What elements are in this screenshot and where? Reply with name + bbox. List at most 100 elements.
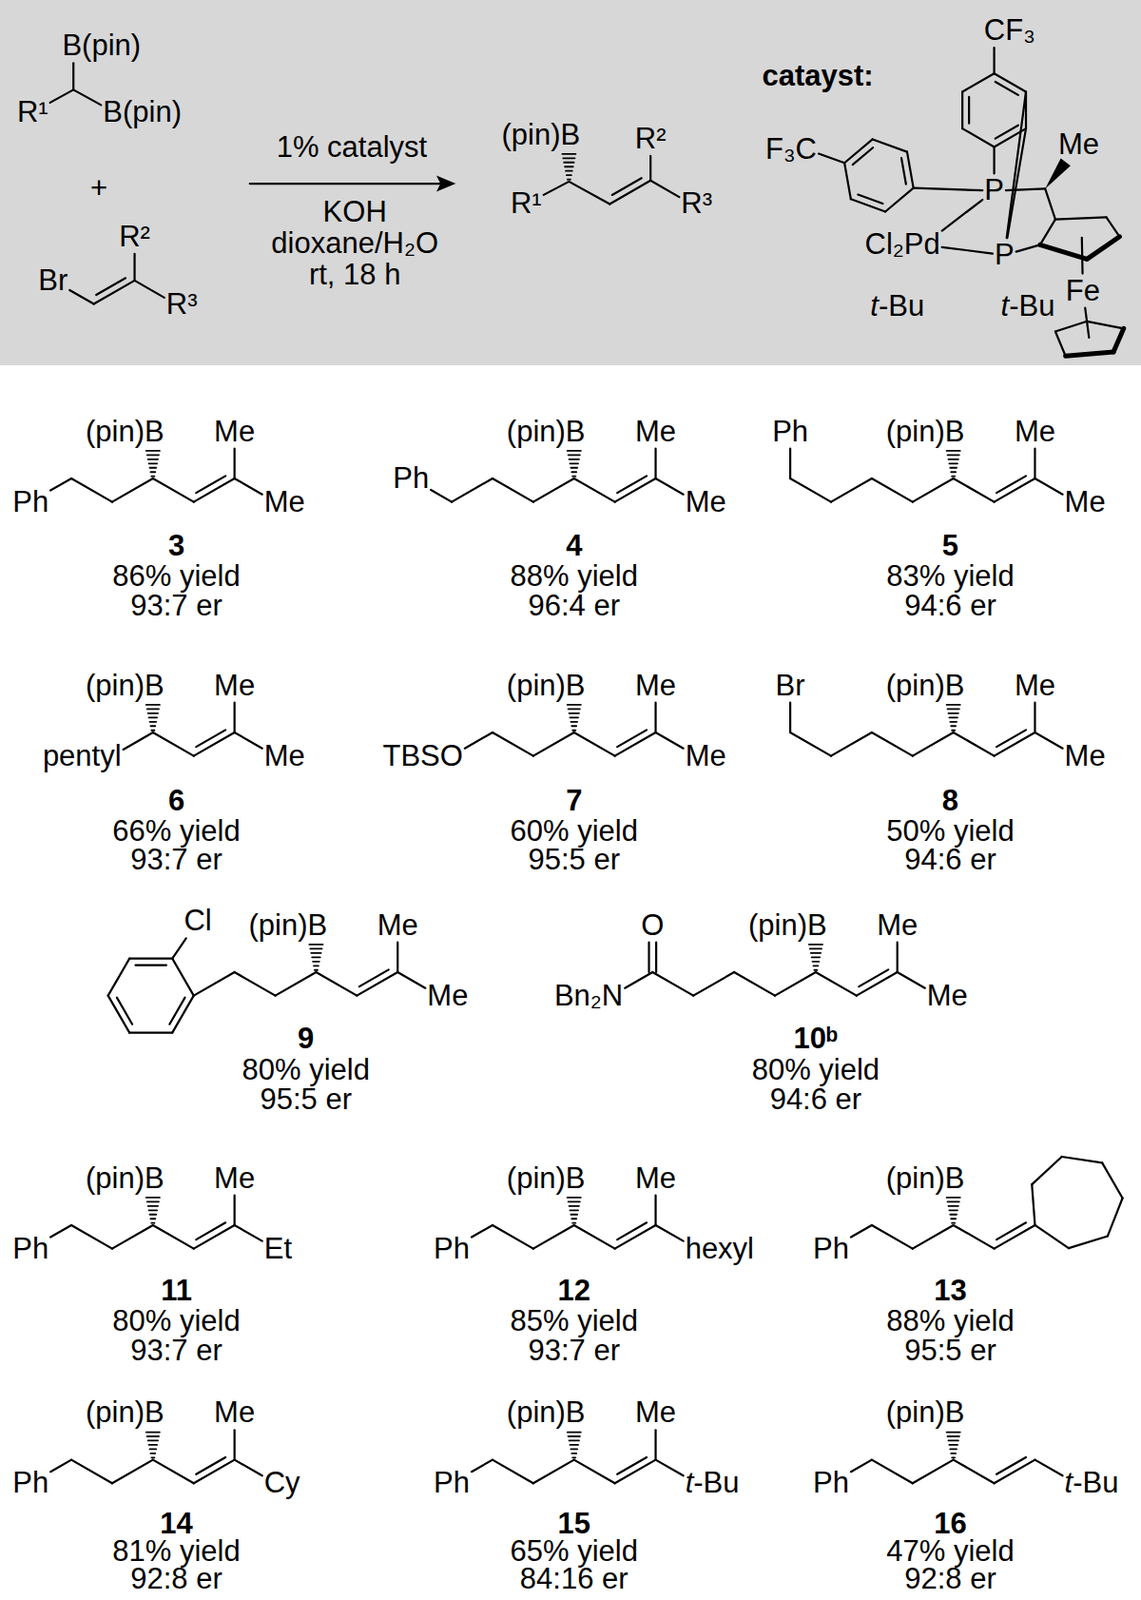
atom-label: Ph [12,485,49,519]
bond-line [153,1224,194,1249]
hashed-bond [948,1443,958,1446]
atom-label: R¹ [510,187,542,220]
bond-line [655,942,658,972]
atom-label: P [994,238,1015,271]
hashed-bond [567,178,571,181]
reagent-text: 1% catalyst [276,131,428,164]
compound-number: 13 [933,1274,967,1307]
atom-label: Ph [392,462,429,495]
bond-line [790,732,832,756]
bond-line [1068,1235,1108,1248]
bond-line [543,181,570,195]
hashed-bond [812,955,821,958]
boron-label: (pin)B [886,415,966,448]
boron-label: (pin)B [506,1395,586,1429]
yield-value: 80% yield [242,1053,370,1086]
compound-number: 9 [297,1022,314,1055]
bond-line [233,448,236,479]
bond-line [1034,1459,1063,1476]
bond-line [153,1459,194,1484]
hashed-bond [146,703,160,706]
bond-line [234,478,263,495]
hashed-bond [147,1199,159,1202]
hashed-bond [146,1196,160,1199]
hashed-bond [567,703,581,706]
yield-value: 66% yield [112,814,240,848]
hashed-bond [948,462,958,465]
wedge-bond [1044,157,1071,189]
hashed-bond [150,1451,155,1454]
boron-label: (pin)B [886,1161,966,1195]
bond-line [195,1456,226,1474]
atom-label: Ph [772,415,809,448]
bond-line [871,1459,913,1484]
atom-label: Fe [1065,274,1101,308]
bond-line [397,971,426,988]
atom-label: Me [377,908,419,942]
yield-value: 86% yield [112,560,240,593]
bond-line [430,489,452,503]
bond-line [967,96,970,124]
bond-line [790,478,832,503]
yield-value: 80% yield [752,1053,880,1086]
boron-label: (pin)B [85,415,165,448]
bond-line [169,997,185,1025]
bond-line [533,732,575,756]
bond-line [617,475,647,493]
bond-line [195,475,226,493]
yield-value: 50% yield [886,814,1014,848]
hashed-bond [812,964,818,967]
bond-line [108,958,131,996]
bond-line [831,732,872,756]
hashed-bond [947,1204,958,1207]
bond-line [234,1459,263,1476]
hashed-bond [147,453,159,456]
bond-line [996,475,1026,493]
compound-number: 7 [565,784,582,817]
hashed-bond [570,466,578,469]
hashed-bond [572,1221,576,1224]
compound-number: 3 [168,529,185,562]
boron-label: B(pin) [61,29,141,62]
bond-line [831,478,872,503]
bond-line [533,1459,575,1484]
hashed-bond [947,1434,960,1437]
bond-line [396,942,399,972]
bond-line [996,1221,1026,1239]
atom-label: Me [635,1395,677,1429]
bond-line [734,971,775,996]
hashed-bond [951,1221,955,1224]
bond-line [153,478,194,503]
plus-sign: + [90,172,108,205]
bond-line [992,146,995,174]
bond-line [1033,448,1036,479]
bond-line [1086,321,1124,329]
bond-line [953,1459,995,1484]
hashed-bond [570,720,578,723]
hashed-bond [148,712,158,715]
bond-line [129,957,173,960]
bond-line [234,732,263,749]
bond-line [71,1459,113,1484]
scheme-band: B(pin)R¹B(pin)+BrR²R³1% catalystKOHdioxa… [0,0,1141,366]
atom-label: Me [426,979,468,1012]
hashed-bond [949,1448,957,1451]
bond-line [850,1459,872,1472]
hashed-bond [569,1208,579,1211]
hashed-bond [570,1213,578,1216]
bond-line [574,478,616,503]
hashed-bond [950,470,956,473]
hashed-bond [569,462,579,465]
atom-label: Me [264,739,306,773]
hashed-bond [562,156,575,159]
bond-line [116,997,133,1025]
bond-line [1102,1161,1122,1198]
boron-label: (pin)B [85,1161,165,1195]
bond-line [133,253,136,281]
bond-line [850,1224,872,1238]
hashed-bond [151,1455,155,1458]
compound-number: 4 [565,529,582,562]
bond-line [568,181,610,205]
bond-line [1106,216,1121,236]
reagent-text: dioxane/H₂O [270,227,439,260]
